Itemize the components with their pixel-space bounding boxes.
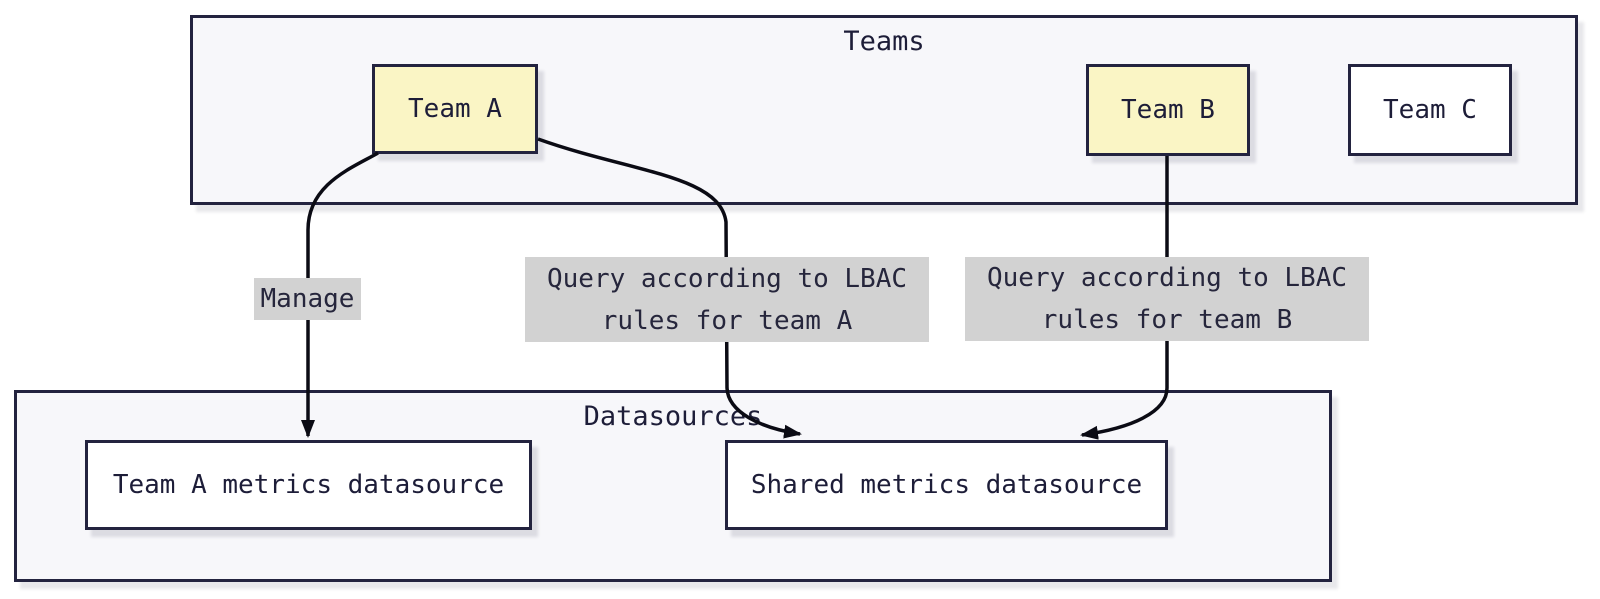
node-team-a: Team A	[372, 64, 538, 154]
edge-label-manage: Manage	[254, 278, 361, 320]
node-team-a-metrics-datasource: Team A metrics datasource	[85, 440, 532, 530]
datasources-container-title: Datasources	[583, 401, 763, 432]
node-team-b: Team B	[1086, 64, 1250, 156]
edge-label-query-team-a: Query according to LBAC rules for team A	[525, 257, 929, 342]
teams-container-title: Teams	[843, 26, 925, 57]
edge-label-query-team-b: Query according to LBAC rules for team B	[965, 257, 1369, 341]
node-team-c: Team C	[1348, 64, 1512, 156]
node-shared-metrics-datasource: Shared metrics datasource	[725, 440, 1168, 530]
